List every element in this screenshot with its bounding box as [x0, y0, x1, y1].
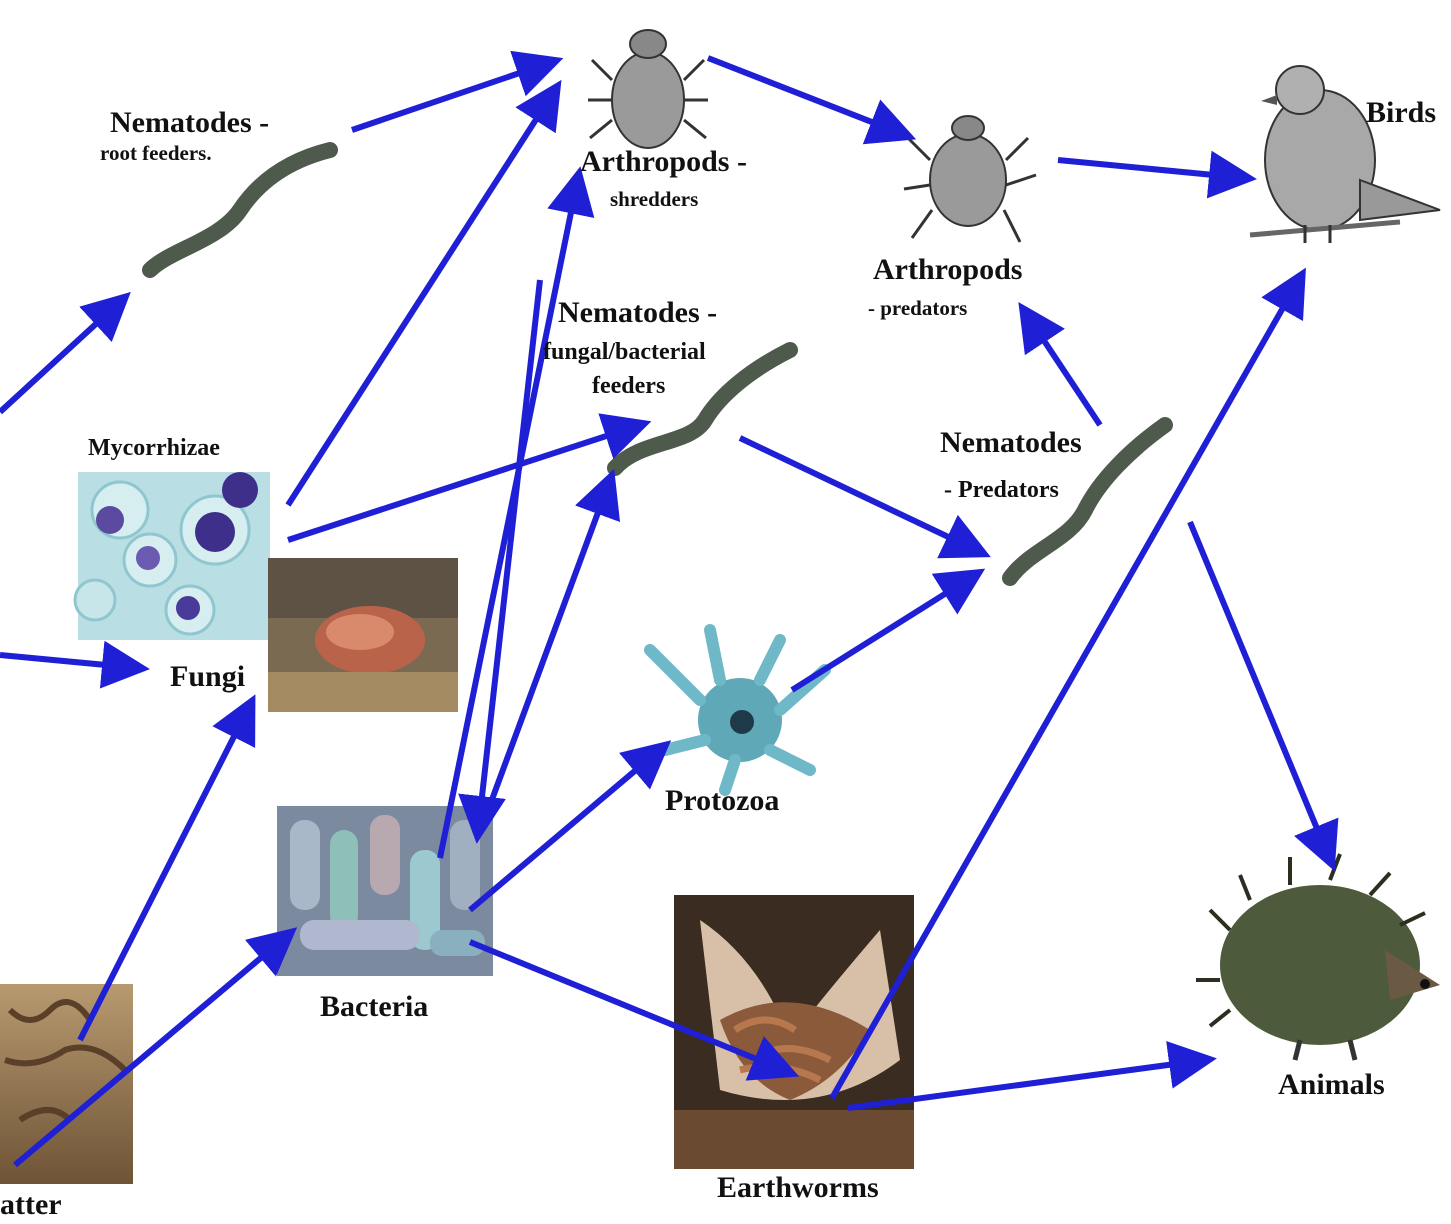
nematodes-root-label: Nematodes -	[110, 108, 269, 138]
arrow-bacteria-to-protozoa	[470, 748, 662, 910]
arthropod-predator-icon	[904, 116, 1036, 242]
animals-label: Animals	[1278, 1070, 1385, 1100]
nematodes-fb-sub1-label: fungal/bacterial	[543, 340, 706, 364]
earthworms-label: Earthworms	[717, 1173, 879, 1203]
organic-matter-label-fragment: atter	[0, 1190, 62, 1220]
fungi-image	[268, 558, 458, 712]
nematodes-predators-label: Nematodes	[940, 428, 1082, 458]
earthworms-image	[674, 895, 914, 1169]
nematodes-predators-sub-label: - Predators	[944, 478, 1059, 502]
nematodes-root-sub-label: root feeders.	[100, 143, 212, 164]
protozoa-label: Protozoa	[665, 786, 779, 816]
arrow-root-nematodes-to-shredders	[352, 62, 552, 130]
arrow-to-root-nematodes	[0, 300, 122, 412]
arrow-predators-to-birds	[1058, 160, 1245, 178]
arrow-protozoa-to-pred-nematodes	[792, 575, 975, 690]
arthropods-predators-label: Arthropods	[873, 255, 1022, 285]
nematode-root-feeder-icon	[150, 150, 330, 270]
arrow-fungi-to-fb-nematodes	[288, 425, 640, 540]
fungi-label: Fungi	[170, 662, 245, 692]
arrow-to-fungi	[0, 655, 138, 668]
arthropod-shredder-icon	[588, 30, 708, 148]
hedgehog-icon	[1196, 854, 1440, 1060]
birds-label: Birds	[1366, 98, 1436, 128]
nematodes-fb-label: Nematodes -	[558, 298, 717, 328]
mycorrhizae-image	[75, 472, 270, 640]
nematodes-fb-sub2-label: feeders	[592, 374, 665, 398]
bacteria-image	[277, 806, 493, 976]
arrow-pred-nematodes-to-predators	[1025, 312, 1100, 425]
bird-icon	[1250, 66, 1440, 243]
amoeba-icon	[650, 630, 825, 790]
arrow-shredders-to-predators	[708, 58, 905, 135]
arthropods-shredders-sub-label: shredders	[610, 189, 698, 210]
bacteria-label: Bacteria	[320, 992, 428, 1022]
mycorrhizae-label: Mycorrhizae	[88, 436, 220, 460]
arthropods-shredders-label: Arthropods -	[580, 147, 747, 177]
arrow-pred-nematodes-to-animals	[1190, 522, 1330, 860]
arthropods-predators-sub-label: - predators	[868, 298, 967, 319]
